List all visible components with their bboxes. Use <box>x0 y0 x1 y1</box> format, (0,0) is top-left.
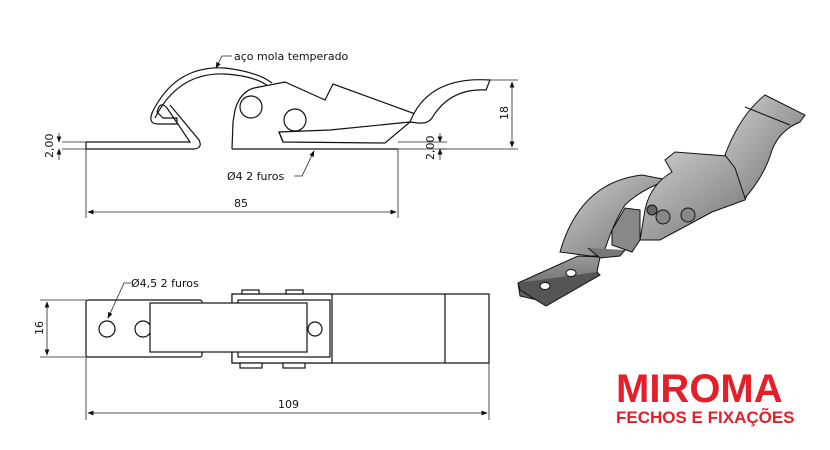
logo-tagline: FECHOS E FIXAÇÕES <box>616 408 795 427</box>
lever-edge <box>278 131 284 143</box>
handle-curve <box>409 79 491 124</box>
hole-note-top: Ø4,5 2 furos <box>131 277 199 290</box>
dim-thickness-left: 2,00 <box>43 134 56 159</box>
material-note: aço mola temperado <box>234 50 349 63</box>
spring-base-plate <box>85 67 273 150</box>
dim-width-16: 16 <box>33 321 46 335</box>
iso-spring-arc <box>559 174 670 257</box>
mount-hole-2 <box>134 320 152 338</box>
dim-length-85: 85 <box>234 197 248 210</box>
right-hole <box>307 321 323 337</box>
lever-body <box>231 81 420 150</box>
spring-band <box>149 302 308 353</box>
mount-hole-1 <box>98 320 116 338</box>
miroma-logo: MIROMA FECHOS E FIXAÇÕES <box>616 367 816 428</box>
pivot-pin-1 <box>239 95 263 119</box>
dim-height: 18 <box>498 106 511 120</box>
top-view: 16 109 Ø4,5 2 furos <box>33 277 490 420</box>
dim-length-109: 109 <box>278 398 299 411</box>
spring-arc-inner <box>154 73 269 119</box>
pivot-pin-2 <box>283 108 307 132</box>
hole-note-side: Ø4 2 furos <box>227 170 285 183</box>
logo-name: MIROMA <box>616 367 783 411</box>
dim-thickness-right: 2,00 <box>424 136 437 161</box>
iso-handle <box>724 94 806 199</box>
isometric-view <box>517 94 806 307</box>
side-view: 2,00 2,00 18 85 aço mola temperado Ø4 2 … <box>43 50 518 218</box>
